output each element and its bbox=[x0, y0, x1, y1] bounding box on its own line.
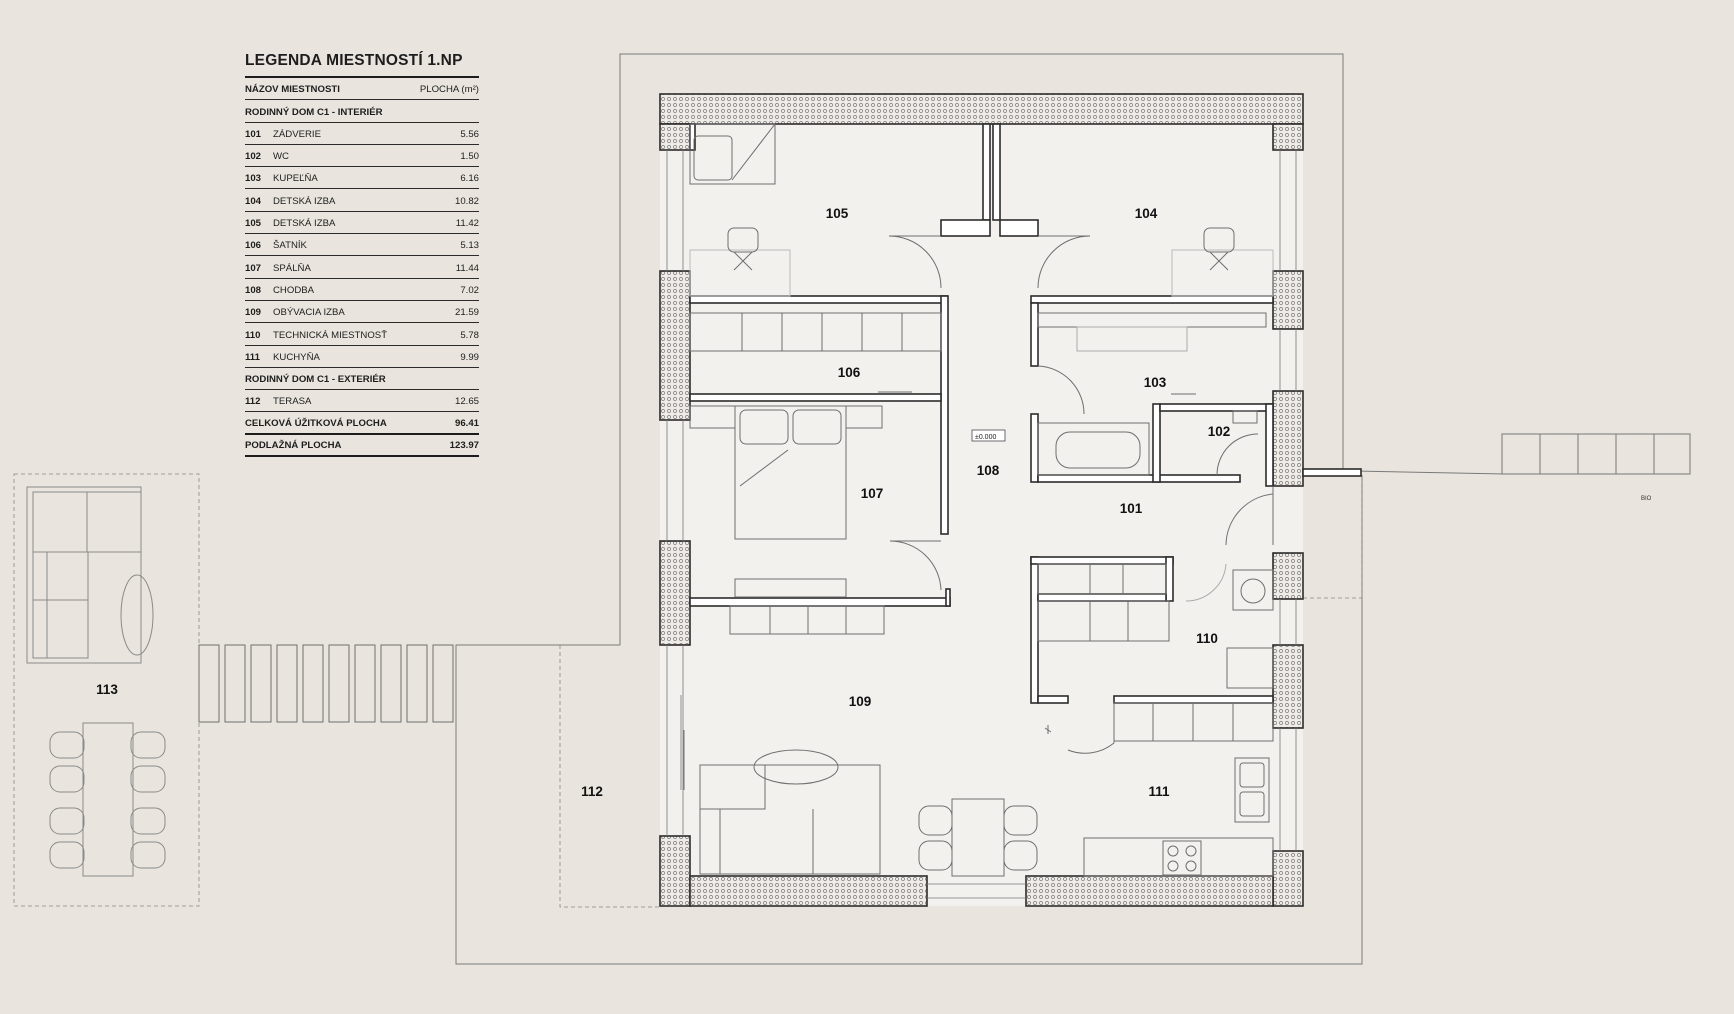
interior-floor bbox=[660, 94, 1303, 906]
legend-row-area: 11.42 bbox=[455, 218, 479, 230]
legend-row-code: 109 bbox=[245, 307, 262, 319]
legend-row-code: 102 bbox=[245, 151, 262, 163]
room-label-106: 106 bbox=[838, 365, 861, 380]
legend-row-name: TERASA bbox=[273, 396, 312, 408]
legend-header-area: PLOCHA (m²) bbox=[419, 84, 479, 96]
legend-row-area: 5.78 bbox=[460, 329, 479, 341]
legend-section-label: RODINNÝ DOM C1 - INTERIÉR bbox=[245, 106, 383, 118]
legend-row-name: DETSKÁ IZBA bbox=[273, 195, 336, 207]
room-label-112: 112 bbox=[581, 784, 603, 799]
legend-row-code: 101 bbox=[245, 128, 262, 140]
exterior-walls bbox=[659, 93, 1304, 907]
legend-row-area: 7.02 bbox=[460, 284, 479, 296]
legend-row: 110 TECHNICKÁ MIESTNOSŤ 5.78 bbox=[245, 323, 479, 346]
legend-total-usable: CELKOVÁ ÚŽITKOVÁ PLOCHA 96.41 bbox=[245, 412, 479, 435]
legend-row: 112 TERASA 12.65 bbox=[245, 390, 479, 413]
room-label-109: 109 bbox=[849, 694, 872, 709]
room-label-104: 104 bbox=[1135, 206, 1158, 221]
legend-row-area: 12.65 bbox=[454, 396, 479, 408]
legend-row-area: 11.44 bbox=[455, 262, 479, 274]
legend-row-name: OBÝVACIA IZBA bbox=[273, 307, 345, 319]
room-label-107: 107 bbox=[861, 486, 884, 501]
room-label-102: 102 bbox=[1208, 424, 1231, 439]
stepping-stones bbox=[198, 644, 454, 723]
legend-row-code: 105 bbox=[245, 218, 262, 230]
legend-row-area: 5.13 bbox=[460, 240, 479, 252]
legend-row-code: 104 bbox=[245, 195, 262, 207]
legend-row-name: ŠATNÍK bbox=[273, 240, 307, 252]
legend-row-area: 9.99 bbox=[460, 351, 479, 363]
bio-label: BIO bbox=[1641, 496, 1652, 502]
legend-row-name: DETSKÁ IZBA bbox=[273, 218, 336, 230]
legend-row-name: TECHNICKÁ MIESTNOSŤ bbox=[273, 329, 388, 341]
room-label-110: 110 bbox=[1196, 631, 1218, 646]
room-label-111: 111 bbox=[1148, 784, 1170, 799]
legend-row-name: CHODBA bbox=[273, 284, 315, 296]
legend-total-label: CELKOVÁ ÚŽITKOVÁ PLOCHA bbox=[245, 417, 387, 429]
bio-bins bbox=[1501, 433, 1691, 475]
room-labels: 101 102 103 104 105 106 107 108 109 110 … bbox=[96, 206, 1230, 799]
legend-row-area: 5.56 bbox=[460, 128, 479, 140]
legend-row: 105 DETSKÁ IZBA 11.42 bbox=[245, 212, 479, 235]
legend-section-label: RODINNÝ DOM C1 - EXTERIÉR bbox=[245, 374, 386, 386]
room-label-101: 101 bbox=[1120, 501, 1143, 516]
room-label-103: 103 bbox=[1144, 375, 1167, 390]
legend-exterior-rows: 112 TERASA 12.65 bbox=[245, 390, 479, 413]
legend-row-name: SPÁLŇA bbox=[273, 262, 311, 274]
legend-row-code: 107 bbox=[245, 262, 262, 274]
legend-row: 101 ZÁDVERIE 5.56 bbox=[245, 123, 479, 145]
legend-row-name: WC bbox=[273, 151, 289, 163]
legend-row: 103 KUPEĽŇA 6.16 bbox=[245, 167, 479, 190]
legend-row-area: 10.82 bbox=[454, 195, 479, 207]
legend-header-name: NÁZOV MIESTNOSTI bbox=[245, 84, 340, 96]
outdoor-lounge bbox=[26, 486, 166, 877]
furniture bbox=[683, 123, 1274, 877]
level-mark-box bbox=[971, 429, 1006, 442]
legend-section-interior: RODINNÝ DOM C1 - INTERIÉR bbox=[245, 100, 479, 123]
room-label-105: 105 bbox=[826, 206, 849, 221]
legend-row-area: 21.59 bbox=[454, 307, 479, 319]
windows bbox=[666, 150, 1297, 899]
legend-row-name: KUCHYŇA bbox=[273, 351, 320, 363]
legend-floor-value: 123.97 bbox=[449, 440, 479, 452]
legend-row-area: 1.50 bbox=[460, 151, 479, 163]
legend-row: 102 WC 1.50 bbox=[245, 145, 479, 168]
legend-row: 107 SPÁLŇA 11.44 bbox=[245, 256, 479, 279]
room-legend: LEGENDA MIESTNOSTÍ 1.NP NÁZOV MIESTNOSTI… bbox=[245, 52, 479, 458]
legend-header: NÁZOV MIESTNOSTI PLOCHA (m²) bbox=[245, 78, 479, 101]
legend-row-name: KUPEĽŇA bbox=[273, 173, 318, 185]
legend-row-code: 106 bbox=[245, 240, 262, 252]
legend-row-code: 108 bbox=[245, 284, 262, 296]
legend-row-name: ZÁDVERIE bbox=[273, 128, 321, 140]
legend-row-code: 112 bbox=[245, 396, 261, 408]
legend-total-value: 96.41 bbox=[454, 417, 479, 429]
legend-row: 111 KUCHYŇA 9.99 bbox=[245, 346, 479, 368]
legend-title: LEGENDA MIESTNOSTÍ 1.NP bbox=[245, 52, 479, 78]
legend-row: 104 DETSKÁ IZBA 10.82 bbox=[245, 189, 479, 212]
legend-row: 109 OBÝVACIA IZBA 21.59 bbox=[245, 301, 479, 324]
outdoor-chairs bbox=[49, 731, 166, 869]
legend-row-code: 111 bbox=[245, 351, 260, 363]
legend-floor-label: PODLAŽNÁ PLOCHA bbox=[245, 440, 342, 452]
legend-section-exterior: RODINNÝ DOM C1 - EXTERIÉR bbox=[245, 368, 479, 391]
level-mark: ±0.000 bbox=[975, 434, 996, 441]
legend-row: 108 CHODBA 7.02 bbox=[245, 279, 479, 301]
legend-row-code: 110 bbox=[245, 329, 261, 341]
legend-floor-area: PODLAŽNÁ PLOCHA 123.97 bbox=[245, 435, 479, 458]
legend-row-code: 103 bbox=[245, 173, 262, 185]
room-label-108: 108 bbox=[977, 463, 1000, 478]
legend-row-area: 6.16 bbox=[460, 173, 479, 185]
legend-row: 106 ŠATNÍK 5.13 bbox=[245, 234, 479, 257]
room-label-113: 113 bbox=[96, 682, 118, 697]
